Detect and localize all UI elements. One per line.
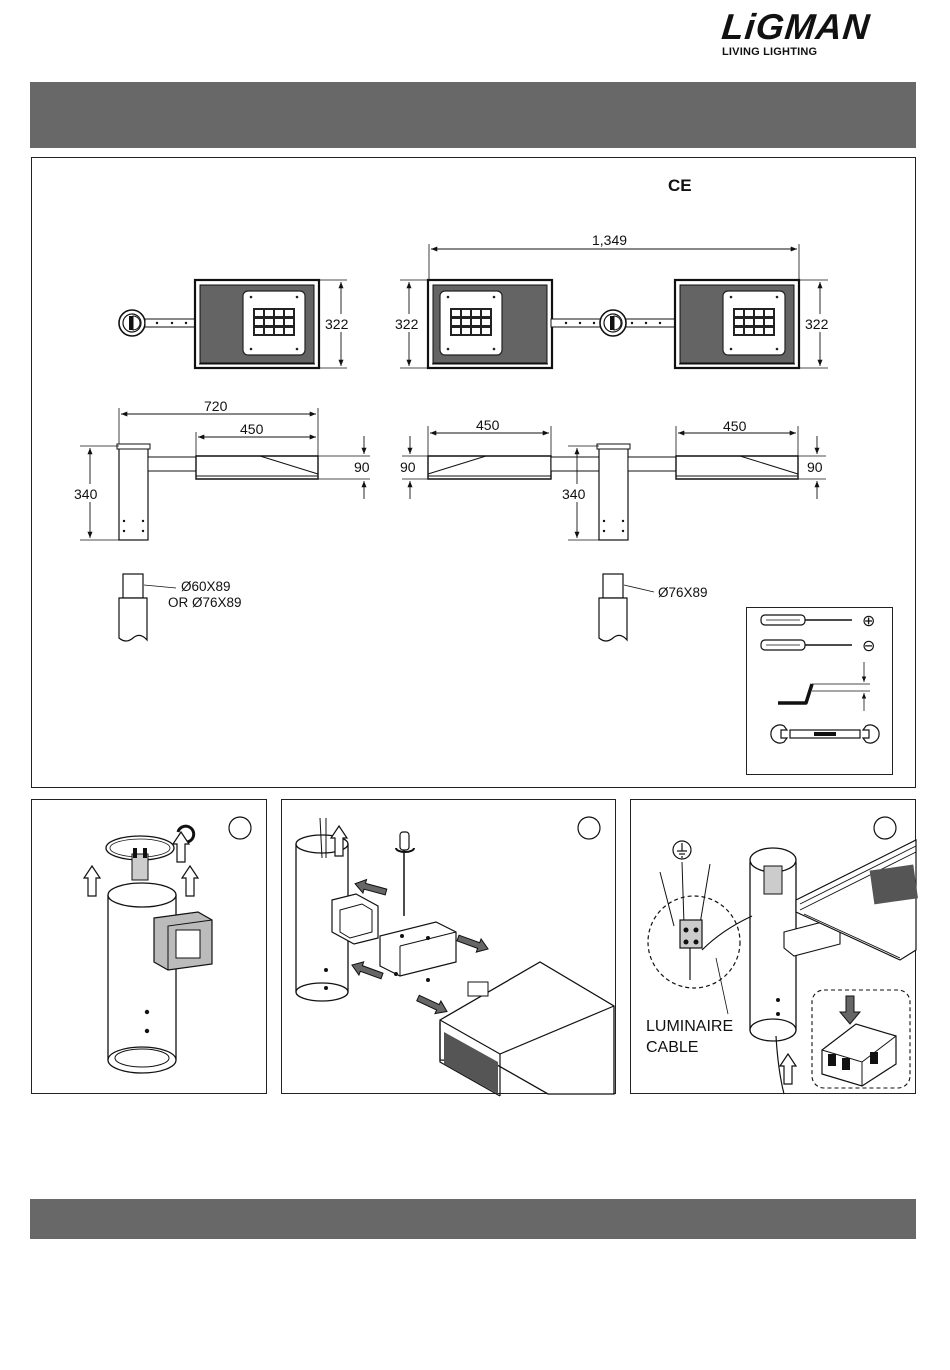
step-1-drawing [84,817,251,1073]
step-1-number-circle [229,817,251,839]
earth-ground-icon [673,841,691,859]
luminaire-cable-label-line2: CABLE [646,1039,698,1056]
luminaire-cable-label-line1: LUMINAIRE [646,1018,733,1035]
step-3-number-circle [874,817,896,839]
step-2-drawing [296,817,614,1096]
step-2-number-circle [578,817,600,839]
footer-bar [30,1199,916,1239]
step-3-drawing: LUMINAIRE CABLE [646,817,918,1094]
